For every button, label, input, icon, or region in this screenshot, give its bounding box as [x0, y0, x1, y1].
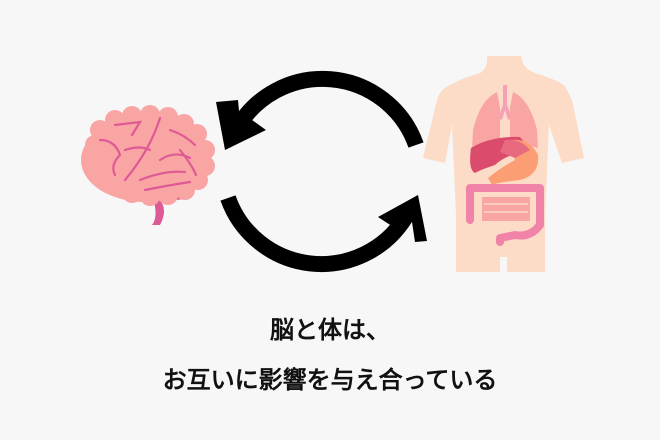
caption-line-1: 脳と体は、 — [270, 315, 390, 344]
arrow-body-to-brain — [229, 70, 424, 148]
brain-icon — [81, 105, 215, 225]
arrowhead-body — [378, 195, 427, 242]
arrowhead-brain — [216, 100, 266, 150]
body-organs-icon — [423, 56, 584, 272]
caption-line-2: お互いに影響を与え合っている — [162, 365, 498, 394]
cycle-arrows-icon — [216, 70, 427, 273]
arrow-brain-to-body — [220, 195, 412, 273]
